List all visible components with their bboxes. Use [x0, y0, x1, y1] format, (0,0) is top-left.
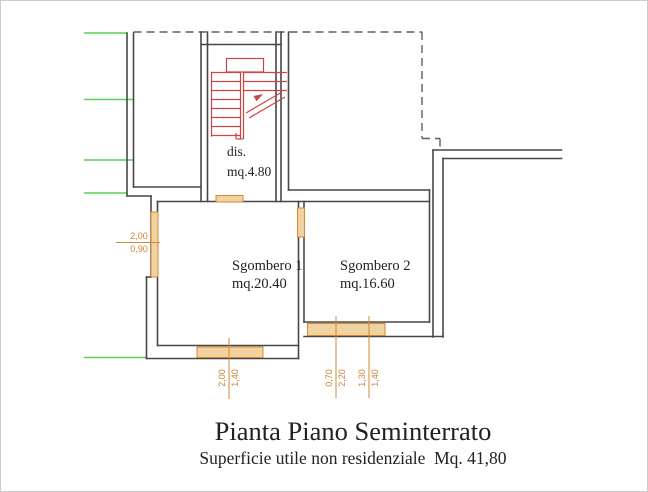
dimension-value: 1,40 — [369, 369, 380, 387]
dimension-ticks — [116, 242, 370, 399]
room-name: Sgombero 1 — [232, 258, 303, 274]
left-window — [150, 211, 159, 278]
dimension-value: 0,70 — [323, 369, 334, 387]
room1-window — [196, 346, 264, 358]
room-label-sgombero-1: Sgombero 1 mq.20.40 — [232, 258, 302, 293]
openings — [150, 195, 386, 358]
room-name: dis. — [227, 144, 247, 159]
room-area: mq.20.40 — [232, 275, 287, 292]
dimension-value: 2,00 — [216, 369, 227, 387]
dimension-value: 2,20 — [336, 369, 347, 387]
site-marker-lines — [84, 32, 147, 359]
dimension-value: 1,40 — [229, 369, 240, 387]
room-label-sgombero-2: Sgombero 2 mq.16.60 — [340, 258, 410, 293]
divider-door — [297, 207, 305, 238]
caption-block: Pianta Piano Seminterrato Superficie uti… — [0, 417, 648, 468]
room-name: Sgombero 2 — [340, 258, 411, 274]
room-label-dis: dis. mq.4.80 — [227, 142, 271, 182]
plan-subtitle: Superficie utile non residenziale Mq. 41… — [199, 448, 507, 468]
room-area: mq.16.60 — [340, 275, 395, 292]
dimension-room1-window: 2,00 1,40 — [216, 369, 240, 387]
walls — [126, 31, 563, 360]
dimension-value: 1,30 — [356, 369, 367, 387]
stairs-icon — [210, 57, 287, 140]
stairs-direction-arrow — [253, 94, 263, 102]
room2-window — [307, 323, 386, 336]
plan-title: Pianta Piano Seminterrato — [214, 416, 492, 446]
dimension-left-window: 2,00 0,90 — [130, 232, 148, 254]
dimension-value: 0,90 — [130, 244, 148, 254]
dashed-boundary — [133, 31, 441, 150]
dimension-room2-door: 0,70 2,20 — [323, 369, 347, 387]
dimension-room2-window: 1,30 1,40 — [356, 369, 380, 387]
room-area: mq.4.80 — [227, 164, 272, 179]
dimension-value: 2,00 — [130, 231, 148, 241]
dis-door — [215, 195, 244, 203]
stair-landing — [225, 57, 265, 73]
